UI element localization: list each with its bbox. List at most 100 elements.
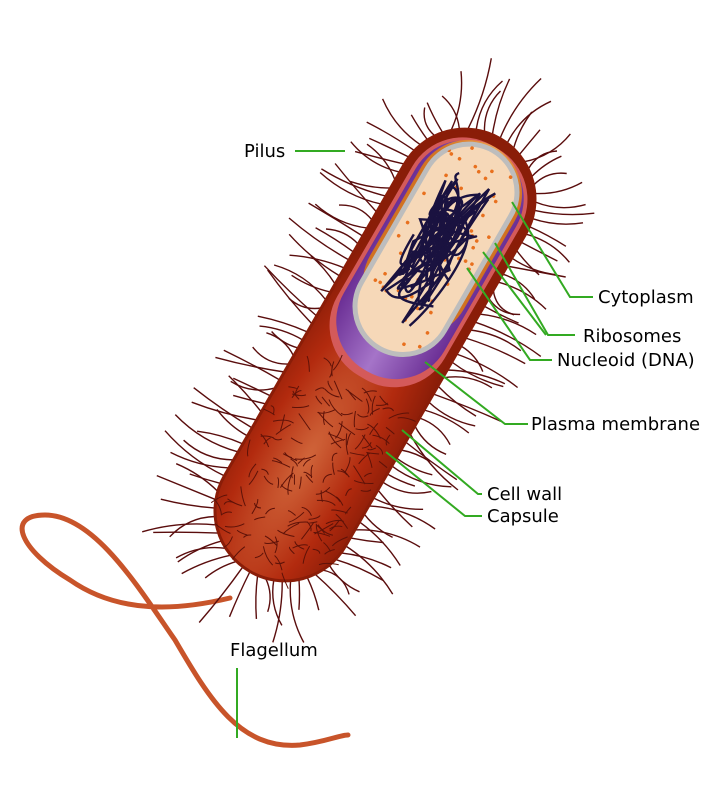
leader-plasma-membrane	[424, 361, 528, 425]
pilus-strand	[534, 181, 583, 195]
pilus-strand	[506, 100, 552, 144]
pilus-strand	[181, 554, 231, 575]
pilus-strand	[474, 321, 542, 357]
pilus-strand	[479, 313, 537, 336]
pili-group	[142, 58, 595, 643]
pilus-strand	[164, 430, 225, 477]
surface-pilus	[274, 536, 278, 554]
ribosome-dot	[378, 280, 383, 285]
flagellum	[19, 512, 351, 748]
leader-ribosomes-1	[494, 242, 575, 336]
pilus-strand	[423, 409, 470, 434]
surface-pilus	[345, 506, 352, 515]
pilus-strand	[271, 331, 299, 349]
ribosome-dot	[417, 344, 422, 349]
surface-pilus	[335, 421, 343, 439]
ribosome-dot	[490, 169, 494, 174]
pilus-strand	[233, 377, 271, 397]
surface-pilus	[353, 480, 374, 485]
pilus-strand	[308, 202, 364, 237]
pilus-strand	[174, 414, 239, 453]
pilus-strand	[363, 513, 393, 539]
pilus-strand	[349, 180, 391, 189]
surface-pilus	[331, 452, 338, 462]
pilus-strand	[197, 430, 244, 445]
ribosome-dot	[470, 146, 474, 150]
surface-pilus	[316, 524, 326, 534]
surface-pilus	[346, 432, 352, 446]
pilus-strand	[410, 114, 429, 141]
surface-pilus	[315, 486, 331, 495]
surface-pilus	[365, 398, 370, 414]
pilus-strand	[252, 346, 290, 365]
ribosome-dot	[459, 186, 463, 191]
surface-pilus	[369, 408, 380, 416]
pilus-strand	[475, 80, 503, 131]
pilus-strand	[288, 217, 350, 261]
pilus-strand	[354, 150, 405, 165]
surface-pilus	[397, 417, 416, 422]
leader-lines	[236, 150, 593, 738]
surface-pilus	[290, 437, 303, 444]
label-flagellum: Flagellum	[230, 640, 318, 661]
pilus-strand	[467, 58, 492, 130]
pilus-strand	[350, 537, 384, 544]
pilus-strand	[533, 172, 567, 186]
nucleoid-dna	[380, 171, 496, 327]
surface-pilus	[291, 466, 294, 479]
ribosome-dot	[373, 278, 378, 282]
pilus-strand	[423, 107, 436, 137]
surface-pilus	[264, 540, 279, 544]
surface-pilus	[275, 424, 292, 435]
surface-pilus	[349, 452, 365, 456]
surface-pilus	[263, 437, 271, 445]
pilus-strand	[319, 171, 382, 205]
surface-pilus	[375, 444, 384, 455]
surface-pilus	[213, 498, 222, 516]
surface-pilus	[358, 452, 371, 465]
surface-pilus	[325, 519, 344, 525]
pilus-strand	[395, 457, 433, 476]
pilus-strand	[414, 425, 447, 455]
pilus-strand	[315, 227, 355, 253]
pilus-strand	[264, 577, 271, 613]
surface-pilus	[297, 457, 305, 464]
leader-cytoplasm	[511, 201, 593, 298]
pilus-strand	[366, 143, 396, 181]
surface-pilus	[330, 438, 346, 445]
surface-pilus	[280, 484, 293, 492]
surface-pilus	[273, 437, 283, 441]
pilus-strand	[325, 228, 359, 245]
surface-pilus	[332, 354, 343, 371]
surface-pilus	[388, 412, 410, 419]
pilus-strand	[447, 369, 506, 385]
pilus-strand	[372, 497, 424, 511]
ribosome-dot	[405, 220, 410, 225]
pilus-strand	[366, 121, 415, 152]
pilus-strand	[405, 441, 458, 481]
surface-pilus	[323, 542, 331, 552]
surface-pilus	[344, 457, 351, 473]
pilus-strand	[499, 77, 542, 139]
pilus-strand	[177, 540, 222, 563]
surface-pilus	[254, 516, 266, 521]
surface-pilus	[308, 515, 321, 520]
surface-pilus	[329, 525, 343, 530]
label-cytoplasm: Cytoplasm	[598, 287, 694, 308]
pilus-strand	[359, 521, 401, 566]
surface-pilus	[251, 499, 259, 515]
surface-pilus	[379, 395, 389, 406]
pilus-strand	[525, 233, 570, 263]
pilus-strand	[491, 78, 511, 135]
surface-pilus	[214, 523, 231, 534]
surface-pilus	[264, 535, 278, 546]
surface-pilus	[353, 465, 366, 485]
surface-pilus	[357, 413, 369, 418]
pilus-strand	[156, 474, 217, 501]
surface-pilus	[294, 541, 305, 550]
surface-pilus	[324, 549, 335, 555]
pilus-strand	[442, 376, 493, 389]
surface-pilus	[303, 471, 313, 478]
surface-pilus	[292, 544, 308, 549]
pilus-strand	[306, 576, 320, 611]
